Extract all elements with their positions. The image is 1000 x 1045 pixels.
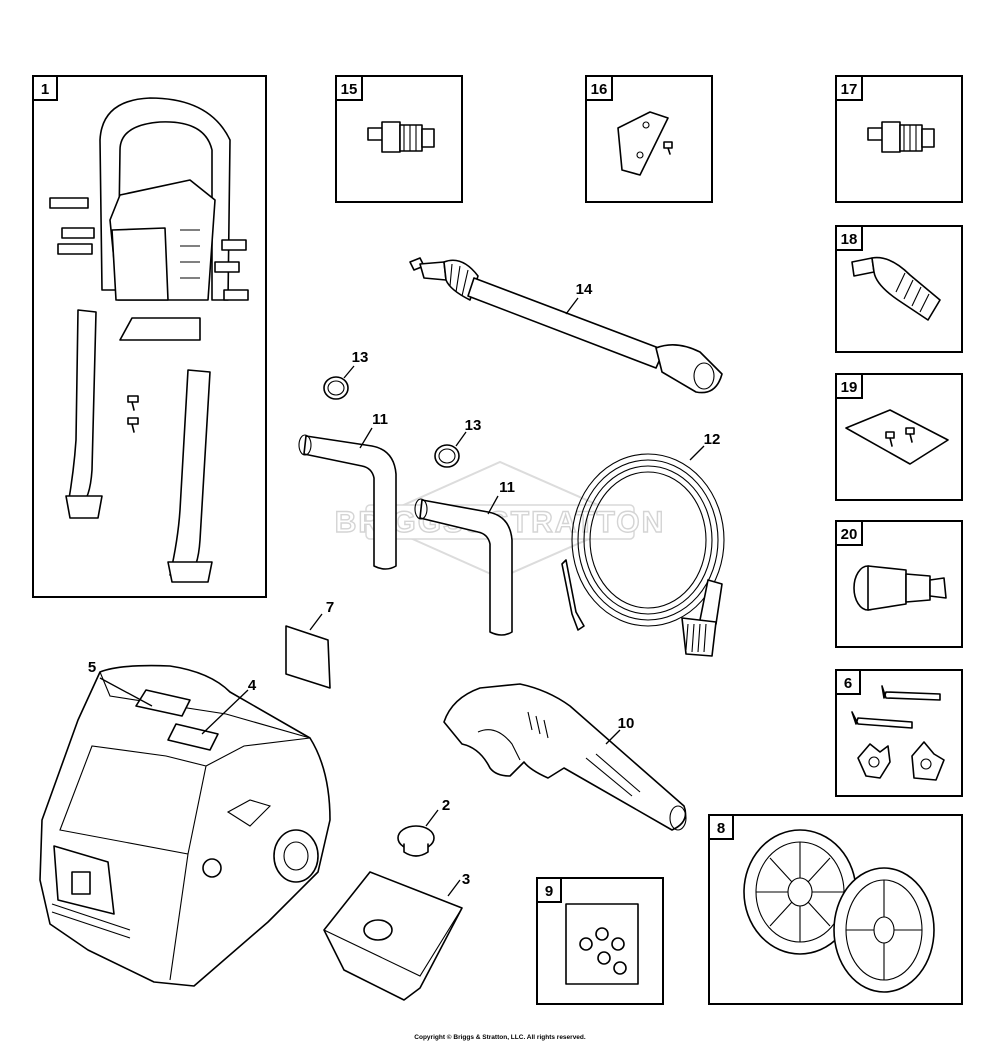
main-housing: 5 4: [39, 659, 331, 987]
spray-gun: 10: [443, 683, 687, 831]
panel-screw-bag-19: 19: [835, 373, 963, 501]
callout-2: 2: [442, 797, 450, 814]
handle-right-tube: [167, 369, 213, 583]
panel-quick-connect-15: 15: [335, 75, 463, 203]
item-label-18: 18: [841, 231, 858, 248]
detergent-tank: 3: [323, 871, 470, 1001]
callout-13-upper: 13: [352, 349, 369, 366]
copyright-notice: Copyright © Briggs & Stratton, LLC. All …: [414, 1034, 586, 1041]
panel-quick-connect-17: 17: [835, 75, 963, 203]
panel-wheels-8: 8: [708, 814, 963, 1005]
callout-11-right: 11: [499, 479, 515, 496]
item-label-1: 1: [41, 81, 49, 98]
high-pressure-hose: 12: [561, 431, 725, 657]
handle-upper-frame: [49, 97, 249, 341]
decal-label: 7: [285, 599, 334, 689]
spray-wand: 14: [409, 257, 723, 394]
wheel-rear: [833, 867, 935, 993]
panel-handle-assembly: 1: [32, 75, 267, 598]
item-label-16: 16: [591, 81, 608, 98]
callout-7: 7: [326, 599, 334, 616]
callout-3: 3: [462, 871, 470, 888]
callout-4: 4: [248, 677, 257, 694]
callout-13-lower: 13: [465, 417, 482, 434]
callout-12: 12: [704, 431, 721, 448]
panel-hose-adapter-20: 20: [835, 520, 963, 648]
tube-cap-lower: 13: [434, 417, 482, 468]
callout-14: 14: [576, 281, 593, 298]
callout-10: 10: [618, 715, 635, 732]
bent-tube-right: 11: [414, 479, 515, 636]
panel-o-ring-kit-9: 9: [536, 877, 664, 1005]
item-label-8: 8: [717, 820, 725, 837]
panel-bolts-knobs-6: 6: [835, 669, 963, 797]
bent-tube-left: 11: [298, 411, 397, 570]
callout-11-left: 11: [372, 411, 388, 428]
panel-bracket-16: 16: [585, 75, 713, 203]
wheel-front: [743, 829, 857, 955]
item-label-20: 20: [841, 526, 858, 543]
item-label-6: 6: [844, 675, 852, 692]
item-label-19: 19: [841, 379, 858, 396]
handle-screws: [127, 395, 139, 433]
fill-cap: 2: [397, 797, 450, 857]
tube-cap-upper: 13: [323, 349, 369, 400]
item-label-9: 9: [545, 883, 553, 900]
item-label-17: 17: [841, 81, 858, 98]
panel-turbo-nozzle-18: 18: [835, 225, 963, 353]
handle-left-tube: [65, 309, 103, 519]
item-label-15: 15: [341, 81, 358, 98]
callout-5: 5: [88, 659, 96, 676]
